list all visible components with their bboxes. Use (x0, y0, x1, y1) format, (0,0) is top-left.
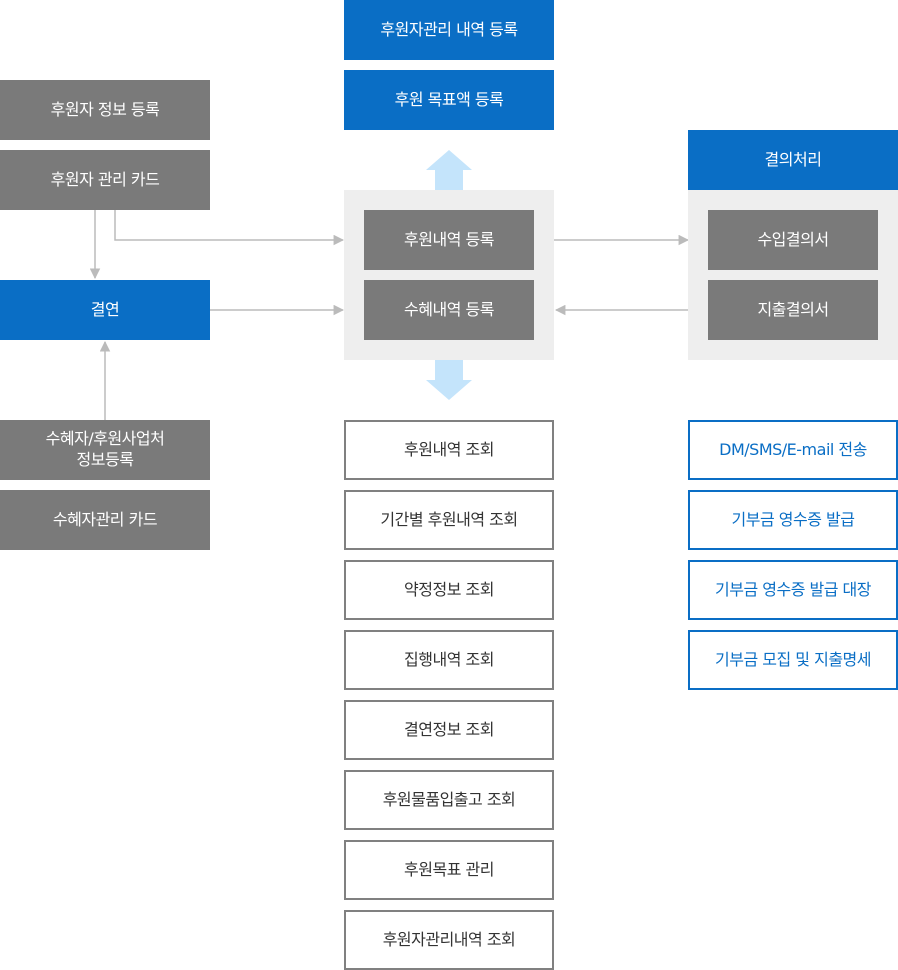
query-item[interactable]: 후원내역 조회 (344, 420, 554, 480)
query-item[interactable]: 후원목표 관리 (344, 840, 554, 900)
connector-card-to-sponsor (114, 210, 345, 246)
beneficiary-card-box[interactable]: 수혜자관리 카드 (0, 490, 210, 550)
query-item[interactable]: 후원자관리내역 조회 (344, 910, 554, 970)
query-item[interactable]: 결연정보 조회 (344, 700, 554, 760)
benefit-history-box[interactable]: 수혜내역 등록 (364, 280, 534, 340)
sponsor-history-box[interactable]: 후원내역 등록 (364, 210, 534, 270)
match-box[interactable]: 결연 (0, 280, 210, 340)
output-item[interactable]: DM/SMS/E-mail 전송 (688, 420, 898, 480)
donor-manage-register-box[interactable]: 후원자관리 내역 등록 (344, 0, 554, 60)
up-arrow-icon (426, 150, 472, 190)
query-item[interactable]: 약정정보 조회 (344, 560, 554, 620)
query-item[interactable]: 집행내역 조회 (344, 630, 554, 690)
output-item[interactable]: 기부금 모집 및 지출명세 (688, 630, 898, 690)
donor-card-box[interactable]: 후원자 관리 카드 (0, 150, 210, 210)
beneficiary-register-box[interactable]: 수혜자/후원사업처 정보등록 (0, 420, 210, 480)
resolution-header[interactable]: 결의처리 (688, 130, 898, 190)
goal-register-box[interactable]: 후원 목표액 등록 (344, 70, 554, 130)
down-arrow-icon (426, 360, 472, 400)
query-item[interactable]: 후원물품입출고 조회 (344, 770, 554, 830)
expense-resolution-box[interactable]: 지출결의서 (708, 280, 878, 340)
output-item[interactable]: 기부금 영수증 발급 대장 (688, 560, 898, 620)
output-item[interactable]: 기부금 영수증 발급 (688, 490, 898, 550)
donor-register-box[interactable]: 후원자 정보 등록 (0, 80, 210, 140)
income-resolution-box[interactable]: 수입결의서 (708, 210, 878, 270)
query-item[interactable]: 기간별 후원내역 조회 (344, 490, 554, 550)
